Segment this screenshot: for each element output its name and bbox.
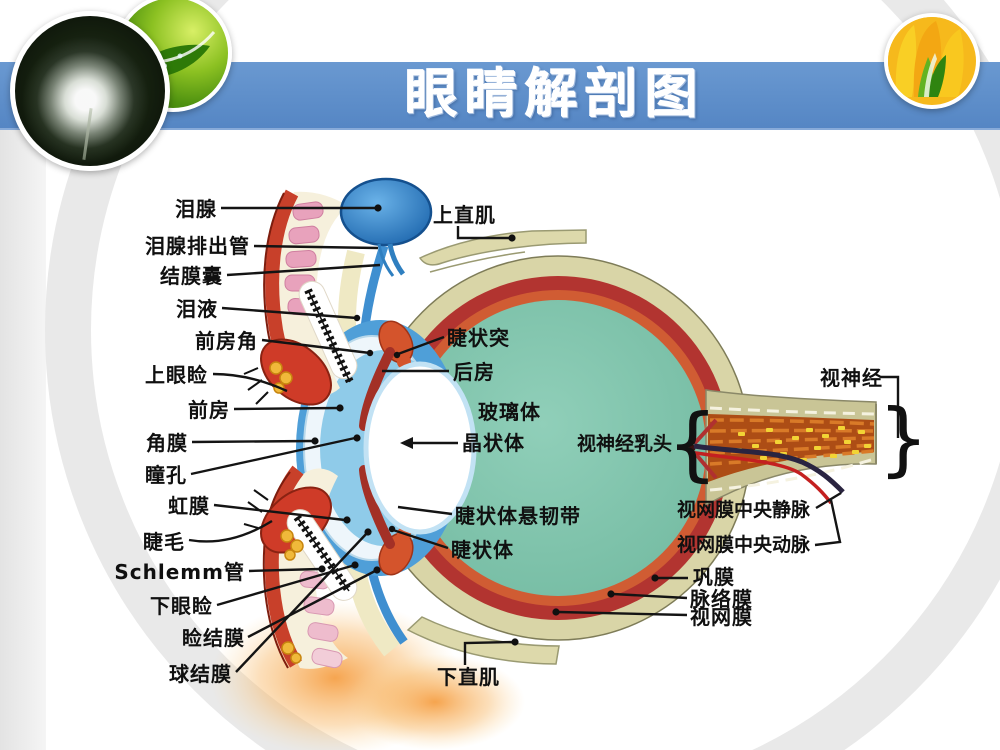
label-suspensory-ligament: 睫状体悬韧带 — [455, 504, 581, 528]
label-cornea: 角膜 — [146, 431, 188, 455]
leader-dots — [311, 204, 659, 646]
label-schlemm-canal: Schlemm管 — [114, 560, 245, 584]
label-anterior-chamber-angle: 前房角 — [195, 329, 258, 353]
label-retina: 视网膜 — [690, 605, 753, 629]
label-eyelashes: 睫毛 — [143, 530, 185, 554]
label-iris: 虹膜 — [168, 494, 210, 518]
eyeball-globe — [365, 255, 751, 641]
label-ciliary-process: 睫状突 — [447, 326, 510, 350]
optic-nerve-drawing — [688, 389, 877, 507]
label-central-retinal-vein: 视网膜中央静脉 — [677, 499, 811, 521]
central-retinal-vein-vessel — [693, 443, 845, 494]
label-choroid: 脉络膜 — [690, 587, 753, 611]
leader-lines — [188, 204, 900, 673]
optic-nerve-brace: } — [878, 392, 929, 485]
central-retinal-artery-vessel — [695, 451, 833, 505]
label-optic-nerve: 视神经 — [820, 366, 883, 390]
label-pupil: 瞳孔 — [145, 463, 187, 487]
label-bulbar-conjunctiva: 球结膜 — [169, 662, 232, 686]
label-lens: 晶状体 — [462, 431, 525, 455]
label-superior-rectus: 上直肌 — [433, 203, 496, 227]
background-left-strip — [0, 128, 46, 750]
label-lacrimal-gland: 泪腺 — [175, 197, 217, 221]
label-inferior-rectus: 下直肌 — [437, 665, 500, 689]
label-tear-fluid: 泪液 — [176, 297, 218, 321]
tulip-illustration — [888, 17, 968, 97]
label-palpebral-conjunctiva: 睑结膜 — [182, 626, 245, 650]
cornea-lens-assembly — [296, 320, 477, 576]
label-sclera: 巩膜 — [693, 565, 735, 589]
label-anterior-chamber: 前房 — [188, 398, 230, 422]
dandelion-photo — [10, 11, 170, 171]
extraocular-muscles — [406, 229, 587, 665]
label-vitreous-body: 玻璃体 — [478, 400, 541, 424]
lens-arrowhead — [400, 437, 413, 449]
lower-tarsal-glands — [299, 570, 343, 669]
lower-gland-clusters — [280, 529, 304, 664]
optic-disc-brace: { — [667, 397, 718, 490]
brace-marks: { } — [667, 392, 929, 490]
label-optic-disc: 视神经乳头 — [577, 433, 673, 455]
label-ciliary-body: 睫状体 — [451, 538, 514, 562]
label-lower-eyelid: 下眼睑 — [150, 594, 213, 618]
label-lacrimal-ducts: 泪腺排出管 — [145, 234, 250, 258]
lacrimal-gland-drawing — [339, 177, 433, 277]
tulip-photo — [884, 13, 980, 109]
label-upper-eyelid: 上眼睑 — [145, 363, 208, 387]
label-central-retinal-artery: 视网膜中央动脉 — [677, 534, 811, 556]
label-conjunctival-sac: 结膜囊 — [160, 264, 223, 288]
slide-title: 眼睛解剖图 — [405, 64, 705, 125]
label-posterior-chamber: 后房 — [453, 360, 495, 384]
